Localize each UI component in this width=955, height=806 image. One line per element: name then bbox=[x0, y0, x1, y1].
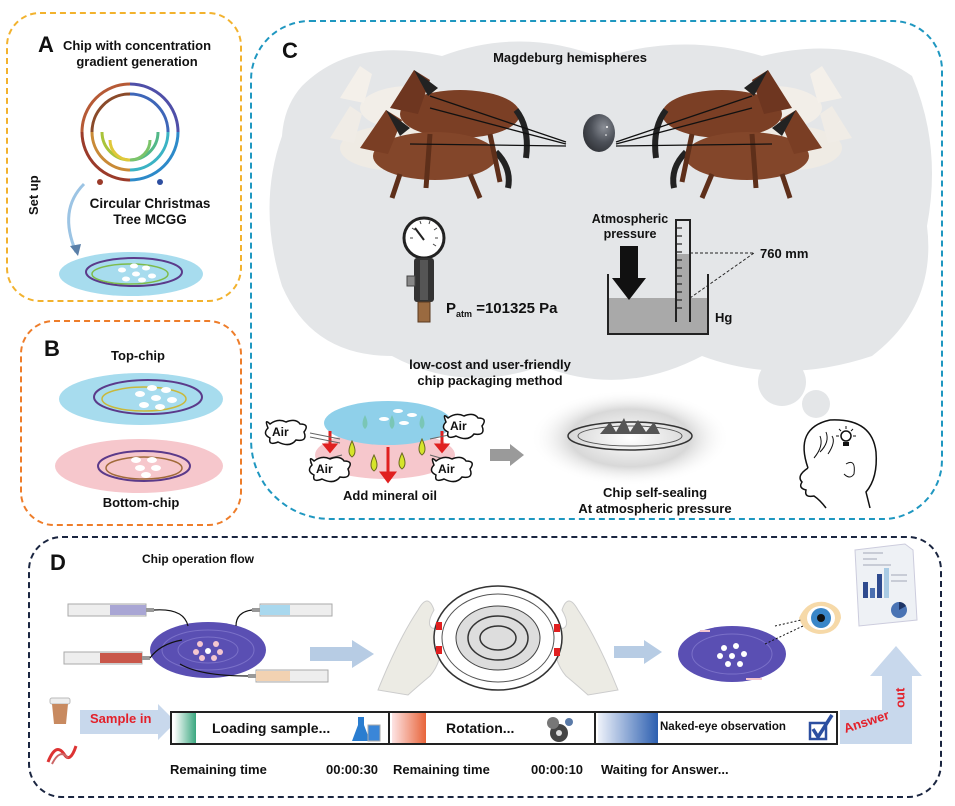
horses-left-team bbox=[330, 66, 567, 199]
top-chip-illustration bbox=[59, 373, 223, 425]
air-label-1: Air bbox=[272, 425, 289, 439]
air-label-2: Air bbox=[450, 419, 467, 433]
packaging-method-title: low-cost and user-friendly chip packagin… bbox=[380, 357, 600, 388]
gear-icon bbox=[547, 717, 573, 742]
observation-chip-illustration bbox=[678, 626, 786, 682]
loading-status-text: Loading sample... bbox=[212, 720, 331, 736]
report-document-icon bbox=[854, 543, 918, 627]
status-bar-rotation: Rotation... bbox=[390, 711, 596, 745]
chip-assembled-illustration bbox=[59, 252, 203, 296]
panel-a bbox=[6, 12, 242, 302]
bottom-chip-label: Bottom-chip bbox=[102, 495, 180, 510]
method-line1: low-cost and user-friendly bbox=[409, 357, 571, 372]
air-bubble-top-left bbox=[264, 419, 307, 446]
sample-tube-icon bbox=[49, 697, 71, 724]
pressure-value: =101325 Pa bbox=[472, 300, 558, 317]
seal-line1: Chip self-sealing bbox=[602, 485, 708, 500]
rotation-status-text: Rotation... bbox=[446, 720, 515, 736]
answer-out-arrow bbox=[840, 646, 922, 744]
panel-a-title-line2: gradient generation bbox=[76, 53, 198, 69]
status-bar-loading: Loading sample... bbox=[170, 711, 390, 745]
atm-line1: Atmospheric bbox=[591, 212, 669, 226]
panel-a-title: Chip with concentration gradient generat… bbox=[52, 38, 222, 69]
panel-d bbox=[28, 536, 942, 798]
atm-line2: pressure bbox=[603, 227, 657, 241]
mercury-barometer bbox=[607, 219, 755, 335]
sample-in-arrow bbox=[80, 704, 176, 740]
pressure-gauge-icon bbox=[402, 216, 446, 323]
panel-a-letter: A bbox=[38, 32, 54, 57]
air-bubble-bottom-right bbox=[430, 456, 473, 483]
chip-name-line1: Circular Christmas bbox=[89, 196, 211, 211]
panel-b bbox=[20, 320, 242, 526]
eye-icon bbox=[764, 601, 841, 645]
syringes-and-chip-illustration bbox=[63, 603, 333, 683]
air-bubble-bottom-left bbox=[308, 456, 351, 483]
answer-out-label-2: out bbox=[892, 687, 908, 708]
horses-right-team bbox=[615, 66, 852, 199]
panel-a-title-line1: Chip with concentration bbox=[62, 38, 212, 53]
chip-name-line2: Tree MCGG bbox=[113, 212, 187, 228]
panel-c-letter: C bbox=[282, 38, 298, 63]
operation-flow-title: Chip operation flow bbox=[142, 552, 254, 566]
magdeburg-sphere bbox=[583, 114, 615, 152]
flow-arrow-1 bbox=[310, 640, 374, 668]
hands-holding-chip bbox=[377, 585, 619, 696]
air-label-4: Air bbox=[438, 462, 455, 476]
mercury-label: Hg bbox=[715, 310, 733, 325]
sample-in-label: Sample in bbox=[90, 711, 152, 726]
mineral-oil-chip-illustration bbox=[309, 401, 459, 484]
checkbox-icon bbox=[808, 714, 834, 741]
add-mineral-oil-label: Add mineral oil bbox=[343, 488, 437, 503]
flow-arrow-2 bbox=[614, 640, 662, 664]
self-sealing-label: Chip self-sealing At atmospheric pressur… bbox=[560, 485, 750, 516]
panel-b-letter: B bbox=[44, 336, 60, 361]
panel-c bbox=[250, 20, 943, 520]
sample-specimen-icon bbox=[46, 745, 78, 765]
observation-progress-gradient bbox=[598, 713, 658, 743]
status-bar-observation: Naked-eye observation bbox=[596, 711, 838, 745]
loading-time-label: Remaining time bbox=[170, 762, 267, 777]
waiting-for-answer-label: Waiting for Answer... bbox=[601, 762, 729, 777]
observation-status-text: Naked-eye observation bbox=[660, 721, 786, 733]
bottom-chip-illustration bbox=[55, 439, 223, 493]
set-up-arrow bbox=[67, 182, 86, 256]
rotation-progress-gradient bbox=[392, 713, 426, 743]
seal-line2: At atmospheric pressure bbox=[578, 500, 732, 516]
panel-d-letter: D bbox=[50, 550, 66, 575]
atmospheric-pressure-value: Patm =101325 Pa bbox=[446, 300, 558, 320]
atm-subscript: atm bbox=[456, 309, 473, 319]
thinking-person-head bbox=[799, 419, 878, 509]
p-symbol: P bbox=[446, 300, 457, 317]
christmas-tree-chip-diagram bbox=[80, 82, 180, 185]
loading-progress-gradient bbox=[174, 713, 196, 743]
chip-name: Circular Christmas Tree MCGG bbox=[85, 196, 215, 228]
loading-time-value: 00:00:30 bbox=[326, 762, 379, 777]
rotation-time-value: 00:00:10 bbox=[531, 762, 584, 777]
flask-icon bbox=[352, 717, 381, 742]
method-line2: chip packaging method bbox=[417, 372, 563, 388]
set-up-label: Set up bbox=[26, 175, 41, 215]
column-height-label: 760 mm bbox=[760, 246, 809, 261]
top-chip-label: Top-chip bbox=[111, 348, 165, 363]
air-label-3: Air bbox=[316, 462, 333, 476]
air-bubble-top-right bbox=[442, 413, 485, 440]
magdeburg-title: Magdeburg hemispheres bbox=[493, 50, 647, 65]
rotation-time-label: Remaining time bbox=[393, 762, 490, 777]
process-arrow-gray bbox=[490, 444, 524, 466]
self-sealing-chip-illustration bbox=[530, 390, 730, 486]
atmospheric-pressure-label: Atmospheric pressure bbox=[585, 212, 675, 242]
